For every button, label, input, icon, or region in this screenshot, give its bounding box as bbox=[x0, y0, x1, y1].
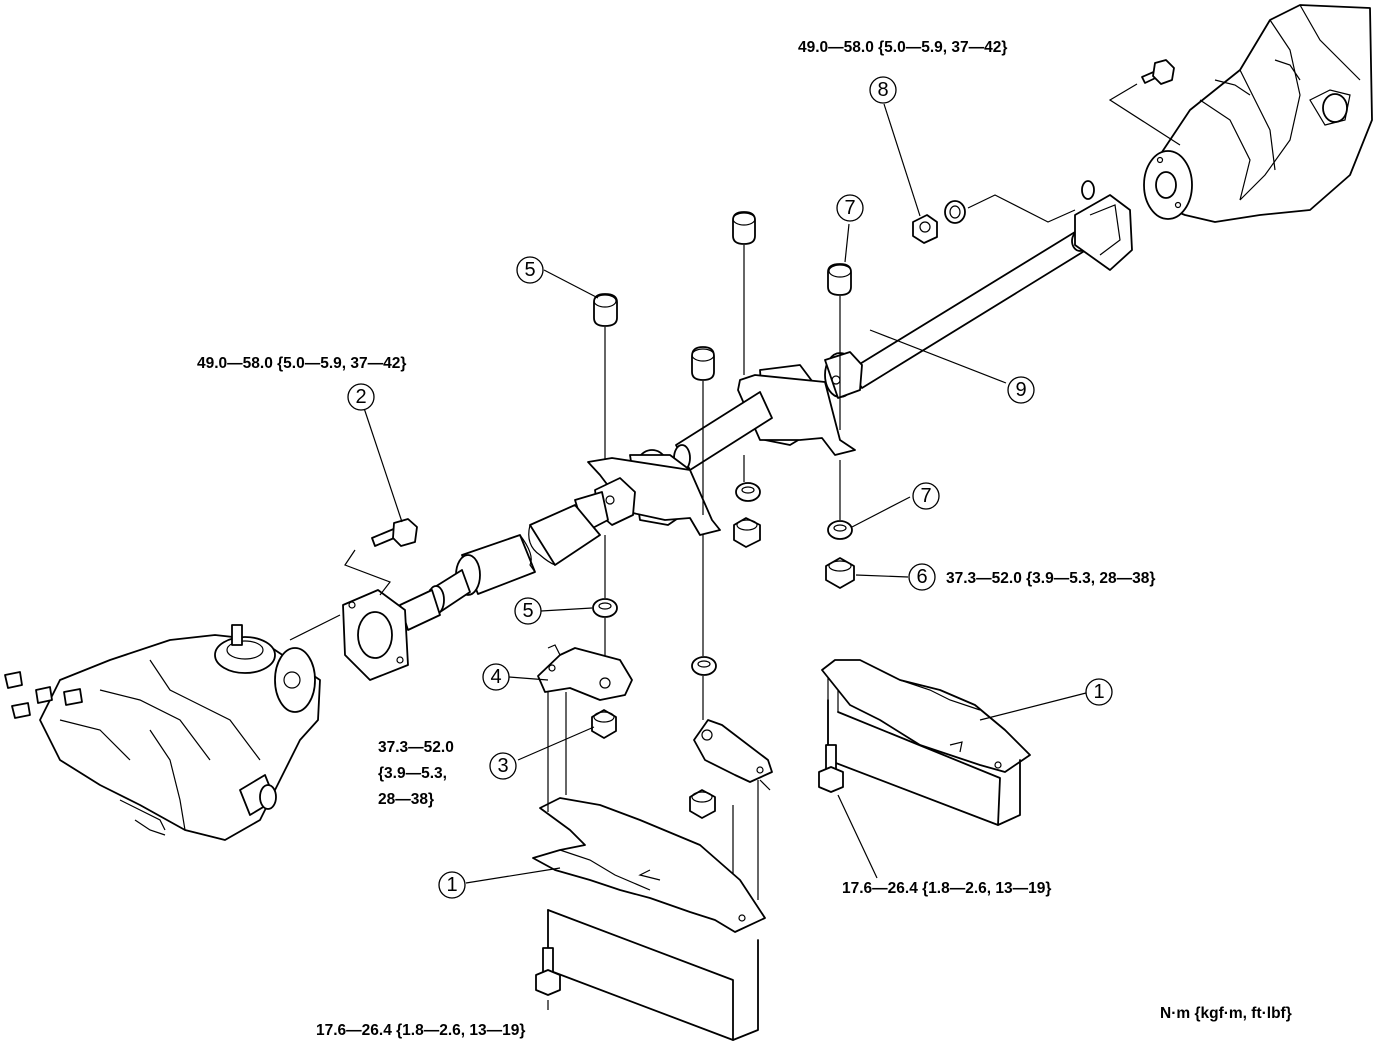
bolt-2 bbox=[371, 518, 418, 547]
callout-1-left: 1 bbox=[438, 871, 466, 899]
front-bolt-guide bbox=[344, 549, 391, 596]
callout-4: 4 bbox=[482, 663, 510, 691]
units-label: N·m {kgf·m, ft·lbf} bbox=[1160, 1005, 1292, 1022]
washer-center-bottom bbox=[691, 656, 717, 676]
svg-text:1: 1 bbox=[446, 874, 457, 896]
torque-label-bolt-left: 17.6—26.4 {1.8—2.6, 13—19} bbox=[316, 1022, 525, 1039]
callout-6: 6 bbox=[908, 563, 936, 591]
svg-text:4: 4 bbox=[490, 666, 501, 688]
transfer-case bbox=[4, 624, 321, 841]
torque-label-top-right: 49.0—58.0 {5.0—5.9, 37—42} bbox=[798, 39, 1007, 56]
bolt-insulator-left bbox=[535, 947, 561, 996]
heat-insulator-1-left bbox=[532, 797, 766, 933]
torque-label-bolt-right: 17.6—26.4 {1.8—2.6, 13—19} bbox=[842, 880, 1051, 897]
bracket-center-bottom bbox=[693, 719, 773, 791]
nut-center-left bbox=[733, 517, 761, 548]
svg-text:5: 5 bbox=[524, 259, 535, 281]
nut-8 bbox=[912, 200, 966, 244]
propeller-shaft-rear-section bbox=[849, 180, 1133, 389]
svg-text:9: 9 bbox=[1015, 379, 1026, 401]
heat-insulator-box-right bbox=[827, 699, 1021, 826]
nut-3 bbox=[591, 709, 617, 739]
callout-leaders bbox=[465, 103, 1087, 1010]
rear-diff-bolt bbox=[1141, 59, 1175, 85]
washer-7-bottom bbox=[827, 520, 853, 540]
nut-7-top bbox=[827, 263, 852, 296]
callout-5-top: 5 bbox=[516, 256, 544, 284]
rear-differential bbox=[1143, 4, 1373, 223]
torque-label-nut-6: 37.3—52.0 {3.9—5.3, 28—38} bbox=[946, 570, 1155, 587]
callout-5-bottom: 5 bbox=[514, 597, 542, 625]
nut-center-top bbox=[691, 346, 715, 381]
torque-label-nut-3-line3: 28—38} bbox=[378, 791, 434, 808]
propeller-shaft-front-section bbox=[399, 504, 601, 631]
svg-text:7: 7 bbox=[844, 197, 855, 219]
svg-text:3: 3 bbox=[497, 755, 508, 777]
center-bearing bbox=[737, 351, 863, 456]
callout-9: 9 bbox=[1007, 376, 1035, 404]
nut-6 bbox=[825, 557, 855, 589]
bolt-insulator-right bbox=[818, 744, 844, 793]
svg-text:7: 7 bbox=[920, 485, 931, 507]
svg-text:2: 2 bbox=[355, 386, 366, 408]
nut-top-middle bbox=[732, 211, 756, 245]
callout-8: 8 bbox=[869, 76, 897, 104]
svg-text:8: 8 bbox=[877, 79, 888, 101]
flange-to-transfer-case-line bbox=[289, 614, 341, 641]
callout-2: 2 bbox=[347, 383, 375, 411]
washer-center-left bbox=[735, 482, 761, 502]
callout-3: 3 bbox=[489, 752, 517, 780]
heat-insulator-1-right bbox=[821, 659, 1031, 773]
torque-label-nut-3-line2: {3.9—5.3, bbox=[378, 765, 447, 782]
callout-1-right: 1 bbox=[1085, 678, 1113, 706]
washer-5-bottom bbox=[592, 598, 618, 618]
heat-insulator-box-left bbox=[547, 909, 759, 1041]
svg-text:5: 5 bbox=[522, 600, 533, 622]
torque-label-nut-3-line1: 37.3—52.0 bbox=[378, 739, 454, 756]
callout-7-bottom: 7 bbox=[912, 482, 940, 510]
callout-2-leader bbox=[363, 407, 403, 523]
nut-5-top bbox=[593, 293, 618, 327]
rear-diff-bolt-guide bbox=[1108, 83, 1181, 146]
callout-7-top: 7 bbox=[836, 194, 864, 222]
front-center-bearing bbox=[574, 449, 721, 536]
svg-text:6: 6 bbox=[916, 566, 927, 588]
washer-guide-line bbox=[967, 194, 1076, 223]
svg-text:1: 1 bbox=[1093, 681, 1104, 703]
front-flange bbox=[342, 589, 409, 681]
nut-bottom-center bbox=[689, 789, 716, 819]
bracket-4 bbox=[537, 644, 633, 701]
torque-label-left-upper: 49.0—58.0 {5.0—5.9, 37—42} bbox=[197, 355, 406, 372]
assembly-lines bbox=[547, 245, 841, 910]
